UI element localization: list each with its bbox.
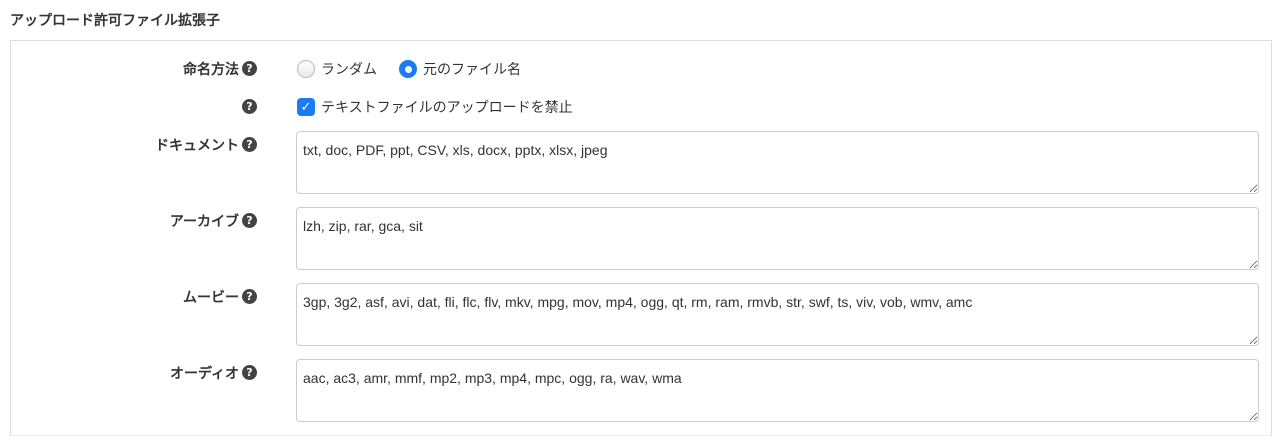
block-text-label[interactable]: テキストファイルのアップロードを禁止 xyxy=(321,100,573,116)
help-icon[interactable]: ? xyxy=(242,365,257,380)
movie-extensions-input[interactable]: 3gp, 3g2, asf, avi, dat, fli, flc, flv, … xyxy=(296,283,1259,346)
movie-label: ムービー xyxy=(183,290,239,306)
settings-panel: 命名方法 ? ランダム 元のファイル名 ? ✓ テキストファイルのアップロードを… xyxy=(10,40,1272,436)
radio-random[interactable] xyxy=(297,60,315,78)
help-icon[interactable]: ? xyxy=(242,289,257,304)
document-label: ドキュメント xyxy=(155,138,239,154)
radio-random-label[interactable]: ランダム xyxy=(321,62,377,78)
archive-extensions-input[interactable]: lzh, zip, rar, gca, sit xyxy=(296,207,1259,270)
block-text-checkbox[interactable]: ✓ xyxy=(297,98,315,116)
naming-label: 命名方法 xyxy=(183,62,239,78)
help-icon[interactable]: ? xyxy=(242,137,257,152)
radio-original-name-label[interactable]: 元のファイル名 xyxy=(423,62,521,78)
section-title: アップロード許可ファイル拡張子 xyxy=(10,13,220,29)
document-extensions-input[interactable]: txt, doc, PDF, ppt, CSV, xls, docx, pptx… xyxy=(296,131,1259,194)
radio-original-name[interactable] xyxy=(399,60,417,78)
audio-extensions-input[interactable]: aac, ac3, amr, mmf, mp2, mp3, mp4, mpc, … xyxy=(296,359,1259,422)
help-icon[interactable]: ? xyxy=(242,99,257,114)
help-icon[interactable]: ? xyxy=(242,213,257,228)
archive-label: アーカイブ xyxy=(169,214,239,230)
help-icon[interactable]: ? xyxy=(242,61,257,76)
audio-label: オーディオ xyxy=(169,366,239,382)
